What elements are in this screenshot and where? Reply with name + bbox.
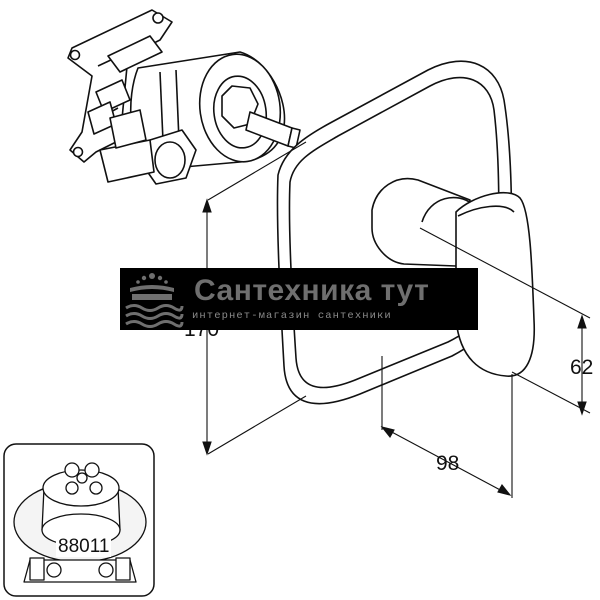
watermark-title: Сантехника тут [194, 274, 430, 307]
watermark-subtitle: интернет-магазин сантехники [192, 310, 392, 322]
watermark-banner: Сантехника тут интернет-магазин сантехни… [120, 268, 478, 330]
watermark-logo-icon [125, 273, 184, 328]
dimension-width-label: 62 [570, 356, 593, 379]
mixer-handle [371, 177, 536, 377]
inset-frame [3, 443, 155, 597]
concealed-valve-body [67, 9, 301, 185]
article-number-label: 88011 [56, 536, 112, 557]
dimension-depth-label: 98 [436, 452, 459, 475]
dimension-lines: 170 62 98 [184, 141, 593, 498]
